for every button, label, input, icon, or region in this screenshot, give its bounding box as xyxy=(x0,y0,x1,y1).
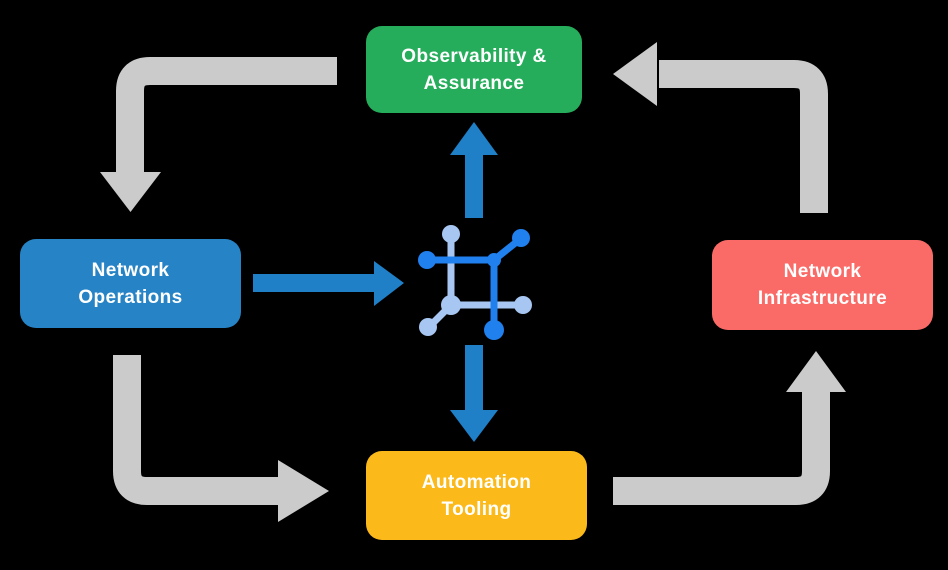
arrow-center-to-automation xyxy=(450,345,498,442)
arrow-automation-to-infrastructure xyxy=(613,351,846,505)
node-label-line2: Operations xyxy=(78,286,183,308)
arrow-operations-to-automation xyxy=(113,355,329,522)
node-label-line1: Automation xyxy=(421,471,532,493)
node-network-infrastructure: Network Infrastructure xyxy=(712,240,933,330)
node-network-operations: Network Operations xyxy=(20,239,241,328)
node-label-line2: Assurance xyxy=(423,72,525,94)
arrow-operations-to-center xyxy=(253,261,404,306)
node-label-line1: Observability & xyxy=(401,45,547,67)
node-label-line2: Tooling xyxy=(441,498,512,520)
arrow-center-to-observability xyxy=(450,122,498,218)
node-label-line1: Network xyxy=(783,261,862,282)
arrow-observability-to-operations xyxy=(100,57,337,212)
node-label-line2: Infrastructure xyxy=(757,288,888,309)
arrow-infrastructure-to-observability xyxy=(613,42,828,213)
network-automation-icon xyxy=(418,225,532,340)
node-automation-tooling: Automation Tooling xyxy=(366,451,587,540)
node-observability-assurance: Observability & Assurance xyxy=(366,26,582,113)
node-label-line1: Network xyxy=(91,259,170,281)
